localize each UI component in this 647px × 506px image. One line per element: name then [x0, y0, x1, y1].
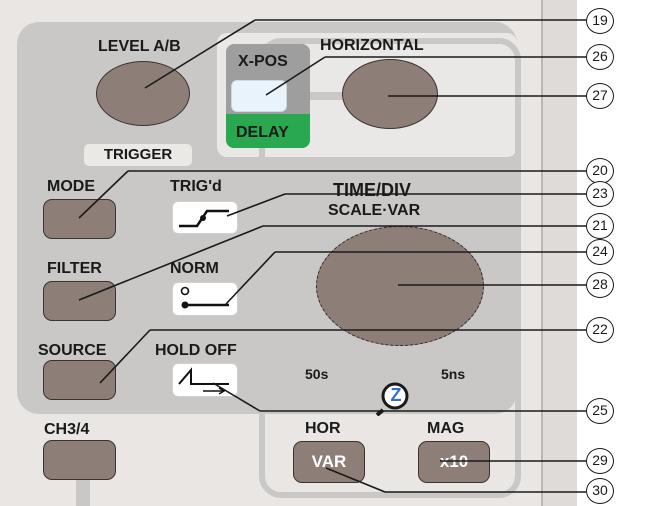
callout-27: 27 [586, 83, 614, 109]
horizontal-label: HORIZONTAL [320, 37, 424, 54]
zoom-letter: Z [390, 385, 402, 405]
var-button-label: VAR [311, 452, 347, 471]
hor-label: HOR [305, 420, 341, 437]
panel-edge-strip [541, 0, 577, 506]
xpos-delay-button[interactable] [231, 80, 287, 112]
hor-var-button[interactable]: VAR [293, 441, 365, 483]
filter-label: FILTER [47, 260, 102, 277]
scale-var-label: SCALE·VAR [328, 202, 421, 219]
time-div-knob[interactable] [316, 226, 484, 346]
callout-24: 24 [586, 239, 614, 265]
xpos-delay-block: X-POS DELAY [226, 44, 310, 148]
callout-25: 25 [586, 398, 614, 424]
callout-28: 28 [586, 272, 614, 298]
time-div-label: TIME/DIV [333, 180, 412, 200]
horizontal-position-knob[interactable] [342, 59, 438, 129]
range-max-label: 5ns [441, 366, 466, 382]
ch34-button[interactable] [43, 440, 116, 480]
filter-button[interactable] [43, 281, 116, 321]
callout-22: 22 [586, 317, 614, 343]
delay-band [226, 114, 310, 148]
norm-mode-icon [180, 286, 229, 309]
callout-20: 20 [586, 158, 614, 184]
xpos-label: X-POS [238, 53, 288, 70]
ch34-label: CH3/4 [44, 421, 90, 438]
norm-indicator [172, 282, 238, 316]
horizontal-section-frame [259, 38, 521, 498]
mag-label: MAG [427, 420, 465, 437]
ch34-stub [76, 480, 90, 506]
zoom-magnifier-icon: Z [375, 380, 413, 417]
hold-off-label: HOLD OFF [155, 342, 237, 359]
trigd-indicator [172, 201, 238, 234]
norm-label: NORM [170, 260, 219, 277]
callout-26: 26 [586, 44, 614, 70]
mode-label: MODE [47, 178, 95, 195]
trigger-slope-icon [179, 209, 229, 228]
delay-label: DELAY [236, 124, 289, 141]
callout-30: 30 [586, 478, 614, 504]
callout-19: 19 [586, 8, 614, 34]
level-ab-knob[interactable] [96, 61, 190, 126]
callout-29: 29 [586, 448, 614, 474]
trigd-label: TRIG'd [170, 178, 222, 195]
mode-button[interactable] [43, 199, 116, 239]
source-button[interactable] [43, 360, 116, 400]
trigger-heading: TRIGGER [84, 144, 192, 166]
range-min-label: 50s [305, 366, 329, 382]
xpos-knob-connector [310, 92, 352, 100]
mag-x10-button[interactable]: x10 [418, 441, 490, 483]
callout-21: 21 [586, 213, 614, 239]
callout-23: 23 [586, 181, 614, 207]
panel-edge-line [541, 0, 543, 506]
level-ab-label: LEVEL A/B [98, 38, 181, 55]
source-label: SOURCE [38, 342, 107, 359]
hold-off-icon [178, 367, 229, 395]
